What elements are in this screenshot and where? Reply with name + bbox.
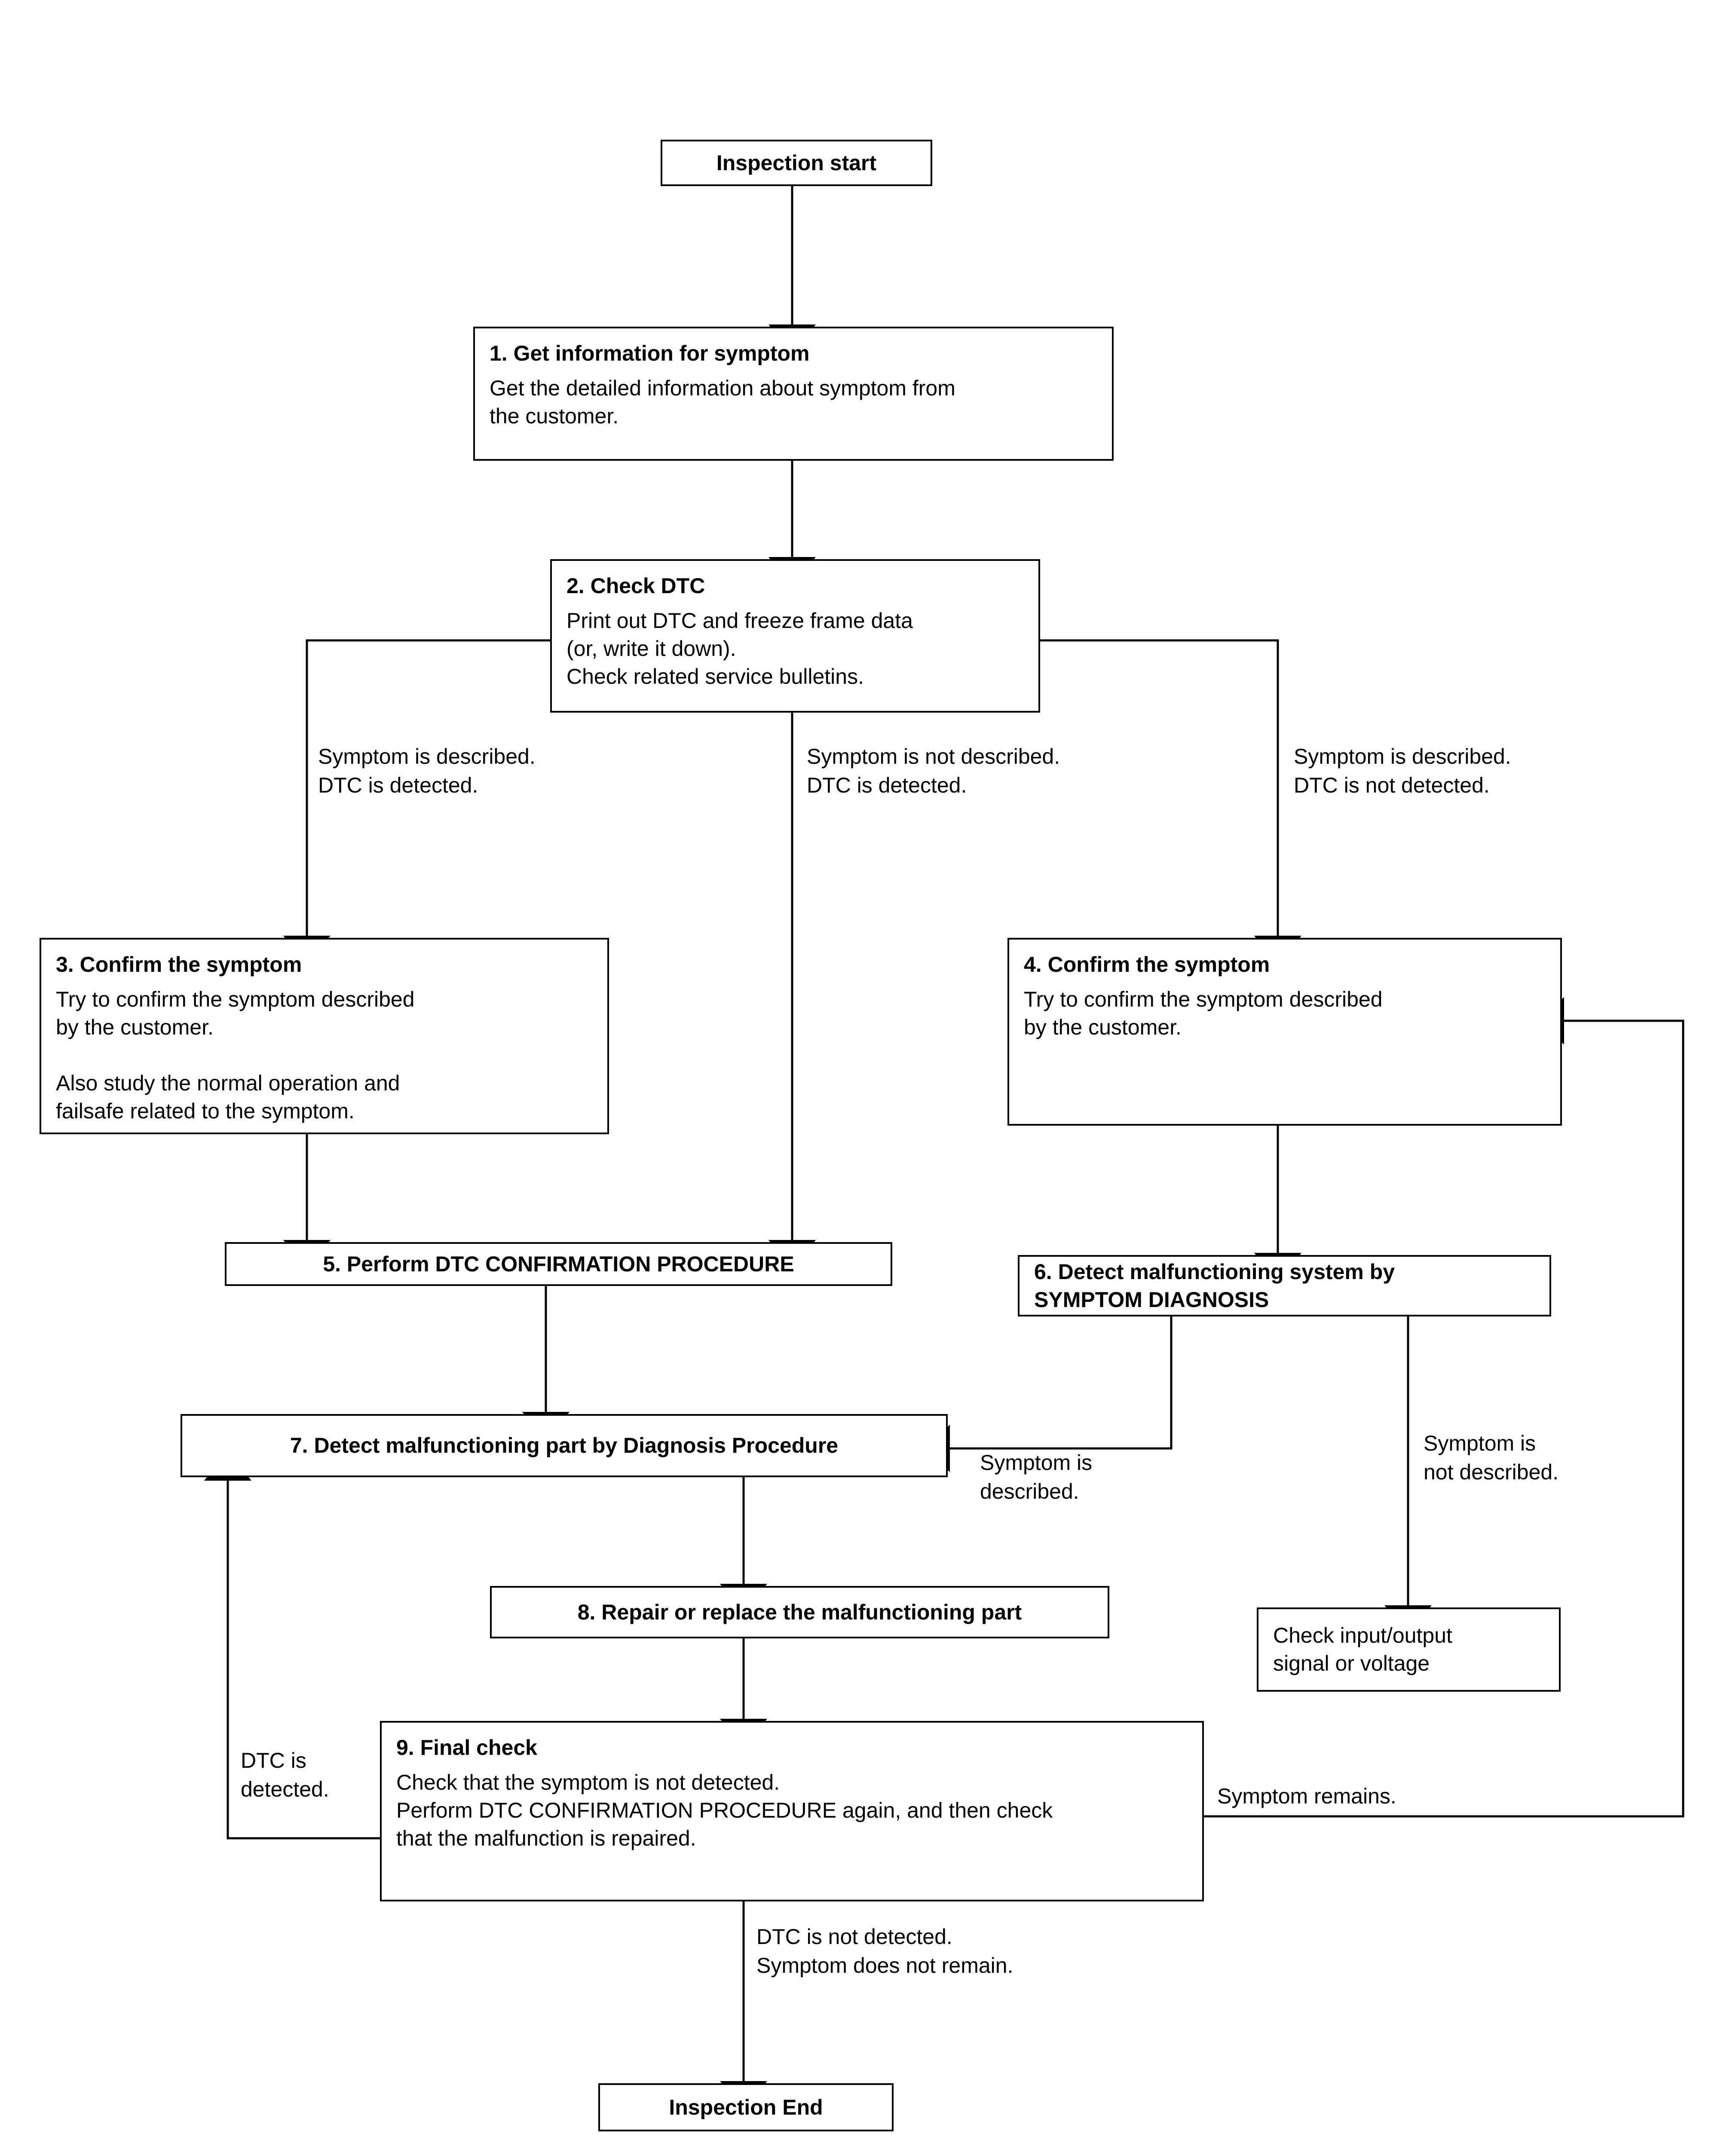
node-step-8[interactable]: 8. Repair or replace the malfunctioning … <box>490 1586 1109 1638</box>
edge-9-feedback-to-4 <box>1204 997 1684 1818</box>
node-step-2-title: 2. Check DTC <box>566 574 705 598</box>
node-step-3-body: Try to confirm the symptom described by … <box>56 987 415 1123</box>
node-step-1-title: 1. Get information for symptom <box>490 341 810 365</box>
edge-6-to-7 <box>920 1316 1173 1472</box>
node-inspection-end-label: Inspection End <box>669 2095 823 2119</box>
node-inspection-end[interactable]: Inspection End <box>598 2083 894 2131</box>
node-step-9-body: Check that the symptom is not detected. … <box>396 1770 1053 1850</box>
edge-label-symptom-remains: Symptom remains. <box>1217 1784 1396 1808</box>
node-step-9-title: 9. Final check <box>396 1736 537 1760</box>
node-step-3[interactable]: 3. Confirm the symptom Try to confirm th… <box>40 938 609 1134</box>
node-step-2-body: Print out DTC and freeze frame data (or,… <box>566 609 913 689</box>
node-step-4[interactable]: 4. Confirm the symptom Try to confirm th… <box>1007 938 1562 1126</box>
edge-label-branch-middle: Symptom is not described. DTC is detecte… <box>807 744 1060 797</box>
node-step-2[interactable]: 2. Check DTC Print out DTC and freeze fr… <box>550 559 1040 713</box>
node-inspection-start[interactable]: Inspection start <box>661 140 932 186</box>
node-step-9[interactable]: 9. Final check Check that the symptom is… <box>380 1721 1204 1901</box>
edge-label-dtc-detected: DTC is detected. <box>241 1748 329 1801</box>
node-step-4-title: 4. Confirm the symptom <box>1024 952 1270 977</box>
node-step-1[interactable]: 1. Get information for symptom Get the d… <box>473 327 1114 461</box>
edge-label-symptom-not-described: Symptom is not described. <box>1424 1431 1559 1484</box>
node-step-7[interactable]: 7. Detect malfunctioning part by Diagnos… <box>181 1414 948 1477</box>
node-step-1-body: Get the detailed information about sympt… <box>490 376 955 428</box>
node-step-5-title: 5. Perform DTC CONFIRMATION PROCEDURE <box>323 1252 794 1276</box>
edge-label-symptom-described: Symptom is described. <box>980 1451 1093 1503</box>
node-step-5[interactable]: 5. Perform DTC CONFIRMATION PROCEDURE <box>225 1242 892 1286</box>
node-check-input-output-label: Check input/output signal or voltage <box>1273 1623 1452 1675</box>
node-step-6-title: 6. Detect malfunctioning system by SYMPT… <box>1034 1259 1395 1312</box>
edge-label-final-pass: DTC is not detected. Symptom does not re… <box>756 1925 1013 1978</box>
node-step-4-body: Try to confirm the symptom described by … <box>1024 987 1383 1039</box>
node-check-input-output[interactable]: Check input/output signal or voltage <box>1257 1607 1561 1692</box>
node-step-6[interactable]: 6. Detect malfunctioning system by SYMPT… <box>1018 1255 1551 1316</box>
node-step-8-title: 8. Repair or replace the malfunctioning … <box>577 1600 1022 1624</box>
node-inspection-start-label: Inspection start <box>716 150 877 175</box>
node-step-3-title: 3. Confirm the symptom <box>56 952 302 977</box>
edge-label-branch-right: Symptom is described. DTC is not detecte… <box>1294 744 1511 797</box>
edge-label-branch-left: Symptom is described. DTC is detected. <box>318 744 536 797</box>
node-step-7-title: 7. Detect malfunctioning part by Diagnos… <box>290 1433 839 1457</box>
